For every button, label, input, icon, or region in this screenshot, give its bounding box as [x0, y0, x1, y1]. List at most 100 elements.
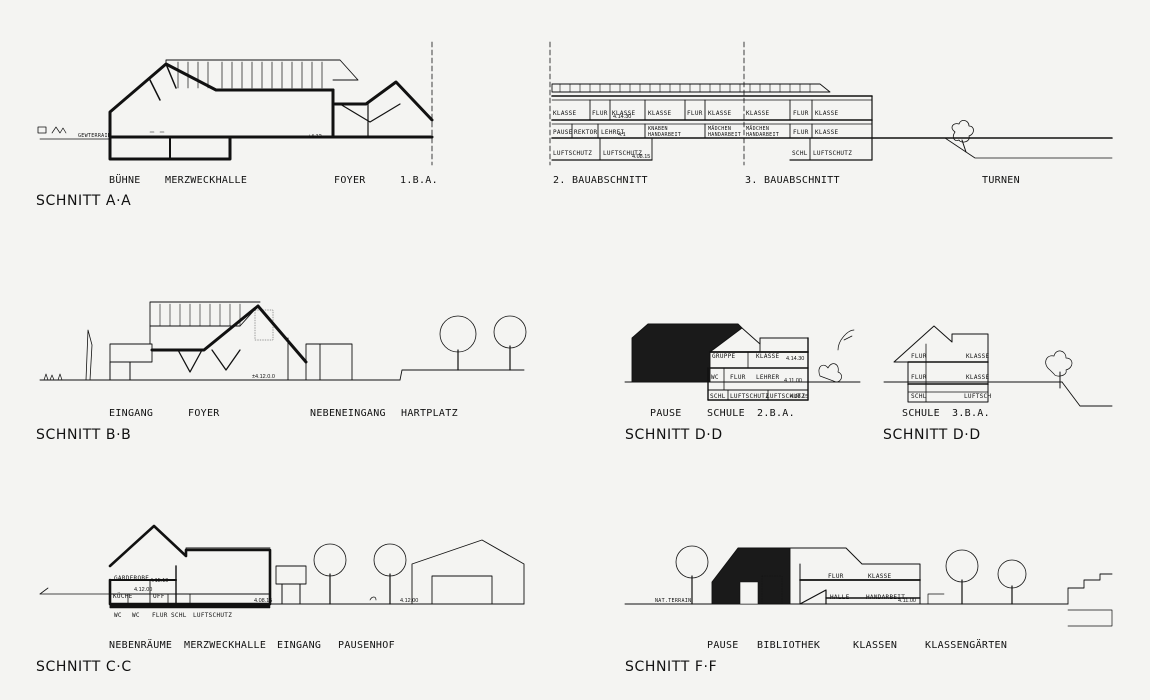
- room-label: REKTOR: [574, 129, 598, 136]
- room-label: KLASSE: [612, 110, 636, 117]
- section-title: SCHNITT F·F: [625, 659, 718, 675]
- room-label: MÄDCHEN HANDARBEIT: [708, 126, 742, 138]
- room-label: LUFTSCHUTZ: [193, 612, 233, 619]
- section-label: MERZWECKHALLE: [184, 640, 267, 651]
- svg-text:4.1: 4.1: [618, 132, 626, 138]
- room-label: KLASSE: [868, 573, 892, 580]
- svg-text:4.14.30: 4.14.30: [613, 114, 631, 120]
- section-label: PAUSE: [707, 640, 739, 651]
- section-a-a-drawing-right: 4.14.30 4.1 4.08.15: [549, 41, 1113, 166]
- section-label: PAUSENHOF: [338, 640, 395, 651]
- section-label: SCHULE: [707, 408, 745, 419]
- section-label: NEBENRÄUME: [109, 640, 173, 651]
- section-label: FOYER: [334, 175, 366, 186]
- section-label: 3. BAUABSCHNITT: [745, 175, 840, 186]
- room-label: FLUR: [793, 129, 809, 136]
- section-title: SCHNITT D·D: [883, 427, 981, 443]
- svg-text:±4.12: ±4.12: [308, 134, 322, 140]
- room-label: MÄDCHEN HANDARBEIT: [746, 126, 780, 138]
- room-label: SCHL: [911, 393, 927, 400]
- section-label: KLASSEN: [853, 640, 898, 651]
- room-label: OFF: [153, 593, 165, 600]
- room-label: FLUR: [687, 110, 703, 117]
- section-title: SCHNITT B·B: [36, 427, 132, 443]
- svg-text:4.08.15: 4.08.15: [254, 598, 272, 604]
- svg-text:4.12.00: 4.12.00: [134, 587, 152, 593]
- room-label: LEHREI: [601, 129, 625, 136]
- section-label: PAUSE: [650, 408, 682, 419]
- section-title: SCHNITT A·A: [36, 193, 132, 209]
- room-label: KLASSE: [966, 374, 990, 381]
- section-label: TURNEN: [982, 175, 1020, 186]
- ground-label: GEWTERRAIN: [78, 133, 112, 139]
- svg-text:±4.12.0.0: ±4.12.0.0: [252, 374, 275, 380]
- room-label: SCHL: [171, 612, 187, 619]
- room-label: LUFTSCHUTZ: [813, 150, 853, 157]
- room-label: KLASSE: [815, 129, 839, 136]
- section-d-d-2-drawing: [883, 325, 1113, 407]
- section-label: MERZWECKHALLE: [165, 175, 248, 186]
- room-label: WC: [711, 374, 719, 381]
- room-label: FLUR: [828, 573, 844, 580]
- section-label: BÜHNE: [109, 175, 141, 186]
- room-label: WC: [114, 612, 122, 619]
- section-label: KLASSENGÄRTEN: [925, 640, 1008, 651]
- room-label: KNABEN HANDARBEIT: [648, 126, 682, 138]
- room-label: WC: [132, 612, 140, 619]
- room-label: KLASSE: [815, 110, 839, 117]
- ground-label: NAT.TERRAIN: [655, 598, 692, 604]
- room-label: FLUR: [911, 353, 927, 360]
- svg-text:4.08.15: 4.08.15: [790, 394, 808, 400]
- room-label: KLASSE: [553, 110, 577, 117]
- room-label: FLUR: [793, 110, 809, 117]
- section-label: 2. BAUABSCHNITT: [553, 175, 648, 186]
- room-label: KLASSE: [756, 353, 780, 360]
- section-label: SCHULE: [902, 408, 940, 419]
- section-a-a-drawing-left: ±4.12: [37, 41, 434, 166]
- room-label: LUFTSCHUTZ: [603, 150, 643, 157]
- room-label: LUFTSCH: [964, 393, 992, 400]
- room-label: FLUR: [592, 110, 608, 117]
- room-label: LUFTSCHUTZ: [730, 393, 770, 400]
- room-label: KLASSE: [966, 353, 990, 360]
- svg-text:4.15.10: 4.15.10: [150, 578, 168, 584]
- room-label: FLUR: [152, 612, 168, 619]
- section-label: FOYER: [188, 408, 220, 419]
- room-label: FLUR: [911, 374, 927, 381]
- room-label: KLASSE: [648, 110, 672, 117]
- room-label: KLASSE: [746, 110, 770, 117]
- svg-text:4.11.00: 4.11.00: [898, 598, 916, 604]
- svg-text:4.08.15: 4.08.15: [632, 154, 650, 160]
- room-label: FLUR: [730, 374, 746, 381]
- room-label: SCHL: [710, 393, 726, 400]
- room-label: HANDARBEIT: [866, 594, 906, 601]
- section-label: NEBENEINGANG: [310, 408, 386, 419]
- section-b-b-drawing: ±4.12.0.0: [39, 301, 527, 381]
- section-label: 1.B.A.: [400, 175, 438, 186]
- section-title: SCHNITT D·D: [625, 427, 723, 443]
- section-title: SCHNITT C·C: [36, 659, 132, 675]
- room-label: LEHRER: [756, 374, 780, 381]
- svg-text:4.11.00: 4.11.00: [784, 378, 802, 384]
- room-label: LUFTSCHUTZ: [766, 393, 806, 400]
- section-d-d-1-drawing: 4.14.30 4.11.00 4.08.15: [624, 323, 861, 401]
- section-label: 2.B.A.: [757, 408, 795, 419]
- room-label: HALLE: [830, 594, 850, 601]
- room-label: GARDEROBE: [114, 575, 150, 582]
- room-label: KLASSE: [708, 110, 732, 117]
- room-label: PAUSE: [553, 129, 573, 136]
- section-label: 3.B.A.: [952, 408, 990, 419]
- room-label: GRUPPE: [712, 353, 736, 360]
- section-c-c-drawing: 4.15.10 4.12.00 4.08.15 4.12.00: [39, 524, 525, 609]
- section-label: HARTPLATZ: [401, 408, 458, 419]
- section-f-f-drawing: 4.11.00: [624, 545, 1113, 627]
- svg-text:4.12.00: 4.12.00: [400, 598, 418, 604]
- svg-text:4.14.30: 4.14.30: [786, 356, 804, 362]
- section-label: EINGANG: [109, 408, 154, 419]
- room-label: KÜCHE: [113, 593, 133, 600]
- room-label: LUFTSCHUTZ: [553, 150, 593, 157]
- room-label: SCHL: [792, 150, 808, 157]
- section-label: EINGANG: [277, 640, 322, 651]
